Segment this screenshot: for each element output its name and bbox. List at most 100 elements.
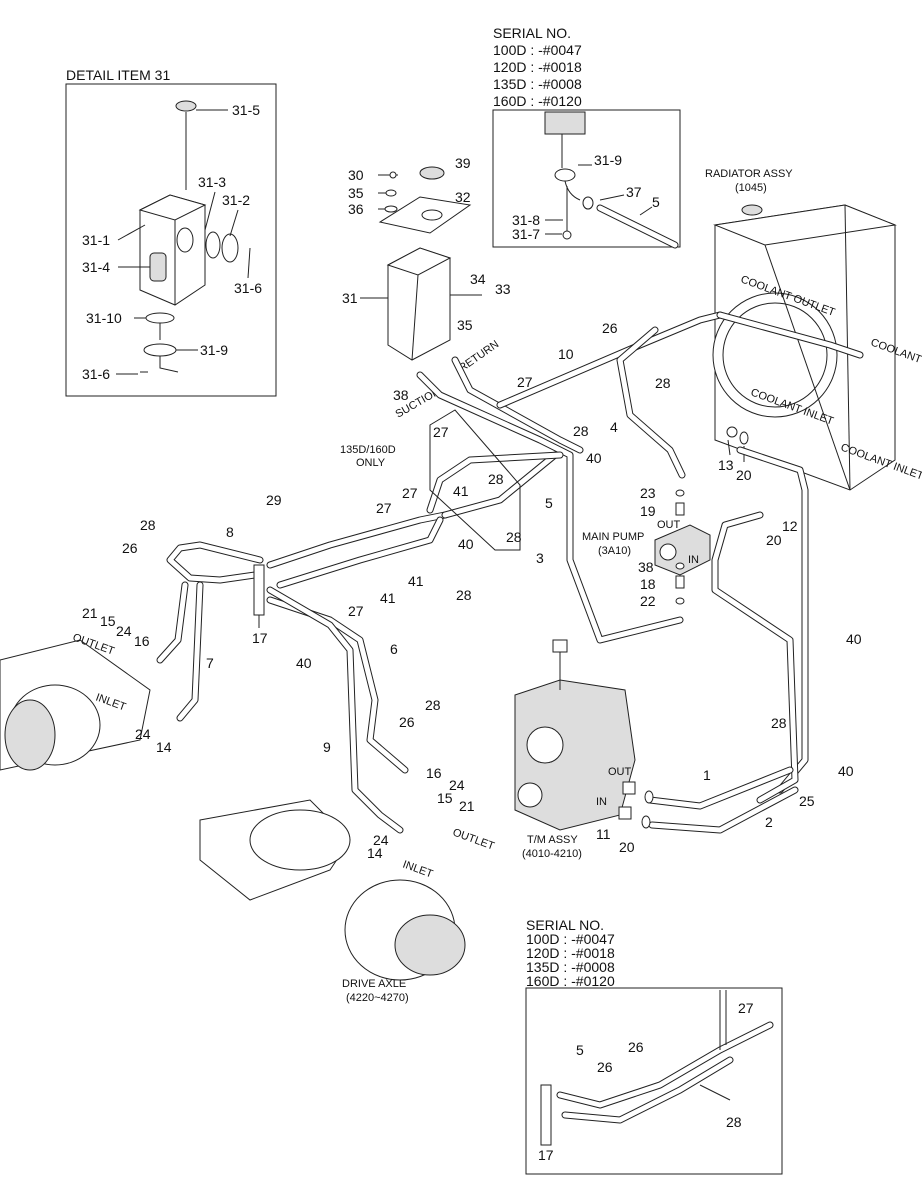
callout-26-c: 26 xyxy=(399,714,415,730)
callout-21-a: 21 xyxy=(82,605,98,621)
hydraulic-tank: 30 39 35 32 36 34 33 31 35 SUCTION RETUR… xyxy=(342,155,511,421)
tank-port xyxy=(176,227,194,253)
pump-body xyxy=(654,524,711,576)
callout-28-a: 28 xyxy=(655,375,671,391)
serial-bottom-line-4: 160D : -#0120 xyxy=(526,973,615,989)
callout-21-b: 21 xyxy=(459,798,475,814)
flange-31-9 xyxy=(143,343,177,357)
hose-network xyxy=(156,311,864,834)
callout-27-d: 27 xyxy=(376,500,392,516)
callout-18: 18 xyxy=(640,576,656,592)
callout-31-8: 31-8 xyxy=(512,212,540,228)
callout-4: 4 xyxy=(610,419,618,435)
main-pump: MAIN PUMP (3A10) OUT IN xyxy=(582,489,711,605)
callout-5-c: 5 xyxy=(576,1042,584,1058)
callout-17-a: 17 xyxy=(252,630,268,646)
callout-27-c: 27 xyxy=(402,485,418,501)
serial-detail-bottom: SERIAL NO. 100D : -#0047 120D : -#0018 1… xyxy=(525,917,783,1175)
callout-8: 8 xyxy=(226,524,234,540)
callout-40-d: 40 xyxy=(846,631,862,647)
callout-30: 30 xyxy=(348,167,364,183)
callout-31-6-a: 31-6 xyxy=(234,280,262,296)
callout-27-f: 27 xyxy=(738,1000,754,1016)
callout-1: 1 xyxy=(703,767,711,783)
callout-31-7: 31-7 xyxy=(512,226,540,242)
callout-28-c: 28 xyxy=(488,471,504,487)
elbow-31-9 xyxy=(159,356,179,373)
callout-37: 37 xyxy=(626,184,642,200)
tag-outlet-right: OUTLET xyxy=(451,827,496,853)
label-135-160: 135D/160D xyxy=(340,444,396,456)
tag-inlet-right: INLET xyxy=(401,859,435,881)
callout-28-d: 28 xyxy=(506,529,522,545)
callout-20-c: 20 xyxy=(619,839,635,855)
serial-bottom-frame xyxy=(525,987,783,1175)
drive-axle-code: (4220~4270) xyxy=(346,992,409,1004)
callout-23: 23 xyxy=(640,485,656,501)
callout-17-b: 17 xyxy=(538,1147,554,1163)
callout-35-a: 35 xyxy=(348,185,364,201)
callout-31-9-a: 31-9 xyxy=(200,342,228,358)
callout-41-b: 41 xyxy=(380,590,396,606)
tank-top xyxy=(138,194,207,221)
callout-20-b: 20 xyxy=(766,532,782,548)
radiator-label: RADIATOR ASSY xyxy=(705,168,793,180)
callout-28-g: 28 xyxy=(425,697,441,713)
callout-31-9-b: 31-9 xyxy=(594,152,622,168)
radiator-code: (1045) xyxy=(735,182,767,194)
callout-15-a: 15 xyxy=(100,613,116,629)
tank-31-top xyxy=(386,247,452,276)
serial-bottom-heading: SERIAL NO. xyxy=(526,917,604,933)
callout-24-c: 24 xyxy=(449,777,465,793)
callout-11: 11 xyxy=(596,826,611,842)
callout-41-c: 41 xyxy=(408,573,424,589)
callout-35-b: 35 xyxy=(457,317,473,333)
callout-2: 2 xyxy=(765,814,773,830)
callout-31-5: 31-5 xyxy=(232,102,260,118)
callout-15-b: 15 xyxy=(437,790,453,806)
callout-27-e: 27 xyxy=(348,603,364,619)
serial-top-line-4: 160D : -#0120 xyxy=(493,93,582,109)
serial-detail-top: SERIAL NO. 100D : -#0047 120D : -#0018 1… xyxy=(492,25,681,249)
callout-40-b: 40 xyxy=(458,536,474,552)
callout-28-i: 28 xyxy=(726,1114,742,1130)
callout-6: 6 xyxy=(390,641,398,657)
tm-label: T/M ASSY xyxy=(527,834,578,846)
callout-7: 7 xyxy=(206,655,214,671)
callout-28-e: 28 xyxy=(456,587,472,603)
callout-13: 13 xyxy=(718,457,734,473)
callout-41-a: 41 xyxy=(453,483,469,499)
detail-31-frame xyxy=(65,83,277,397)
callout-20-a: 20 xyxy=(736,467,752,483)
pump-code: (3A10) xyxy=(598,545,631,557)
callout-34: 34 xyxy=(470,271,486,287)
callout-40-a: 40 xyxy=(586,450,602,466)
label-only: ONLY xyxy=(356,457,386,469)
pump-label: MAIN PUMP xyxy=(582,531,644,543)
callout-28-b: 28 xyxy=(573,423,589,439)
drive-axle-label: DRIVE AXLE xyxy=(342,978,406,990)
callout-19: 19 xyxy=(640,503,656,519)
callout-31-2: 31-2 xyxy=(222,192,250,208)
cover-39 xyxy=(419,166,445,180)
callout-31-10: 31-10 xyxy=(86,310,122,326)
drive-axle: INLET OUTLET DRIVE AXLE (4220~4270) xyxy=(199,799,496,1004)
serial-top-line-2: 120D : -#0018 xyxy=(493,59,582,75)
callout-31: 31 xyxy=(342,290,358,306)
callout-38-a: 38 xyxy=(393,387,409,403)
callout-26-a: 26 xyxy=(602,320,618,336)
serial-top-frame xyxy=(492,109,681,248)
callout-16-b: 16 xyxy=(426,765,442,781)
callout-28-f: 28 xyxy=(140,517,156,533)
label-return: RETURN xyxy=(457,338,501,374)
callout-14-b: 14 xyxy=(367,845,383,861)
callout-12: 12 xyxy=(782,518,798,534)
cap-shape xyxy=(175,100,197,112)
callout-24-a: 24 xyxy=(116,623,132,639)
callout-31-1: 31-1 xyxy=(82,232,110,248)
optional-frame xyxy=(429,409,521,551)
callout-38-b: 38 xyxy=(638,559,654,575)
callout-33: 33 xyxy=(495,281,511,297)
